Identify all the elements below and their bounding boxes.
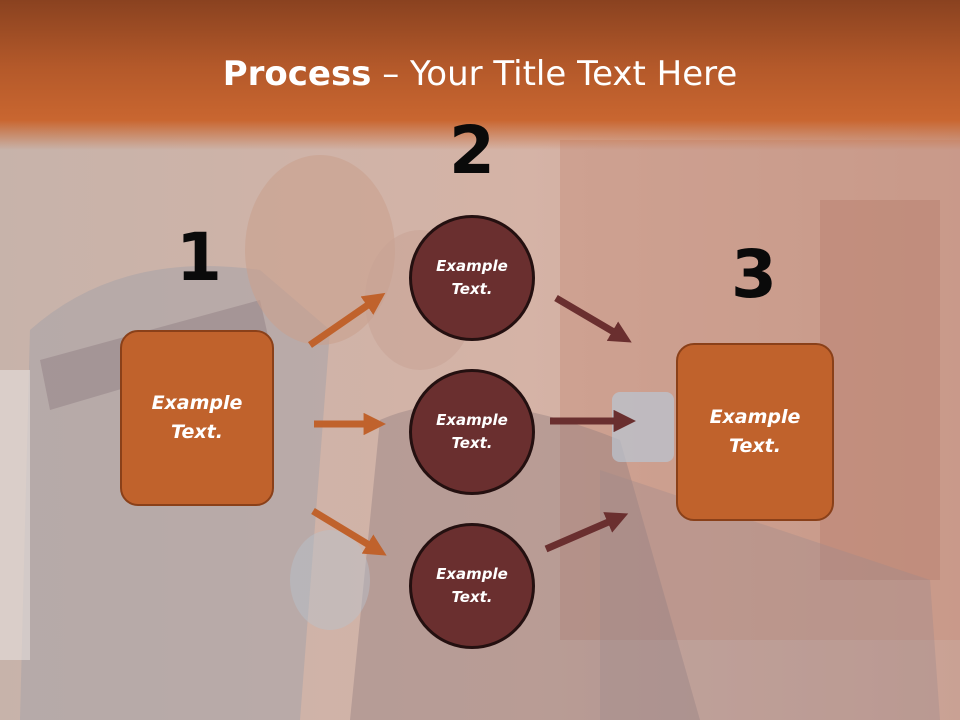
- step-number-2: 2: [449, 112, 495, 189]
- process-circle-3-text: Example Text.: [436, 565, 508, 606]
- right-step-box-text: Example Text.: [709, 406, 801, 457]
- process-circle-3: Example Text.: [409, 523, 535, 649]
- header-band: [0, 0, 960, 150]
- arrow-from-circle-1: [554, 294, 632, 343]
- left-step-box: Example Text.: [120, 330, 274, 506]
- step-number-1: 1: [176, 219, 222, 296]
- process-circle-1-text: Example Text.: [436, 257, 508, 298]
- arrow-to-circle-1: [308, 292, 386, 348]
- title-rest: – Your Title Text Here: [371, 54, 738, 94]
- arrow-to-circle-3: [311, 508, 387, 556]
- process-circle-2: Example Text.: [409, 369, 535, 495]
- page-title: Process – Your Title Text Here: [0, 52, 960, 96]
- step-number-3: 3: [731, 236, 777, 313]
- title-bold: Process: [222, 54, 372, 94]
- process-circle-2-text: Example Text.: [436, 411, 508, 452]
- right-step-box: Example Text.: [676, 343, 834, 521]
- process-circle-1: Example Text.: [409, 215, 535, 341]
- arrow-from-circle-3: [544, 512, 629, 553]
- left-step-box-text: Example Text.: [151, 392, 243, 443]
